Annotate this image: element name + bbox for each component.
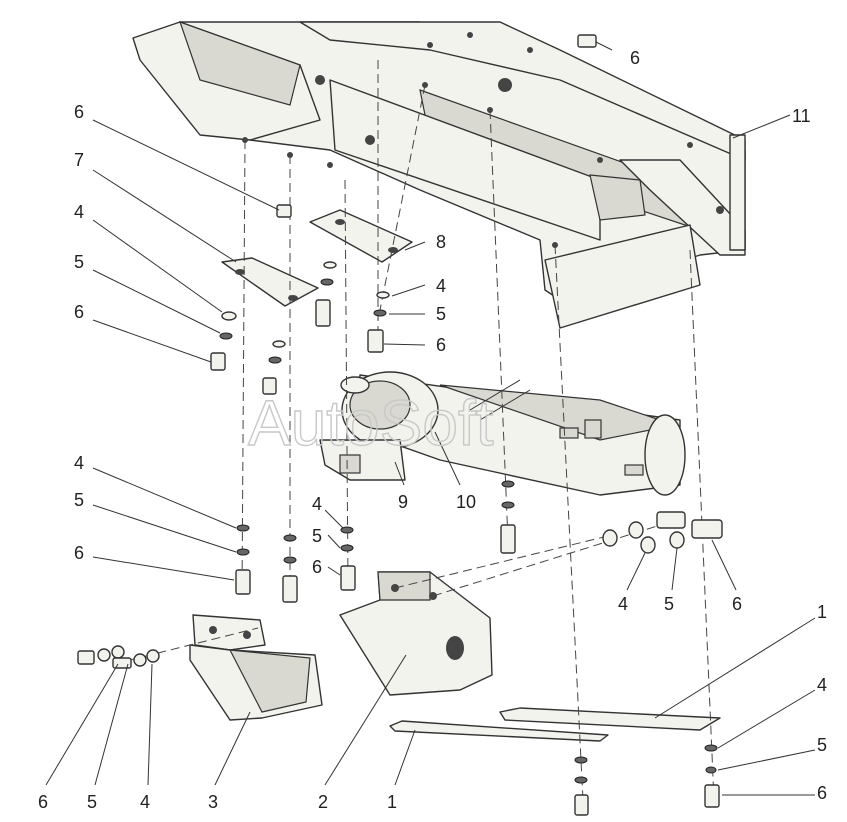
callout-9: 9 <box>398 492 408 512</box>
callout-5: 5 <box>817 735 827 755</box>
callout-4: 4 <box>312 494 322 514</box>
callout-6: 6 <box>38 792 48 812</box>
part-8-plate <box>309 209 413 263</box>
callout-8: 8 <box>436 232 446 252</box>
callout-10: 10 <box>456 492 476 512</box>
callout-6: 6 <box>74 543 84 563</box>
callout-1: 1 <box>387 792 397 812</box>
callout-4: 4 <box>817 675 827 695</box>
callout-5: 5 <box>312 526 322 546</box>
callout-6: 6 <box>436 335 446 355</box>
callout-4: 4 <box>140 792 150 812</box>
callout-6: 6 <box>630 48 640 68</box>
part-9-coupling <box>319 371 439 481</box>
callout-2: 2 <box>318 792 328 812</box>
callout-7: 7 <box>74 150 84 170</box>
callout-6: 6 <box>74 102 84 122</box>
callout-5: 5 <box>436 304 446 324</box>
callout-4: 4 <box>436 276 446 296</box>
callout-5: 5 <box>87 792 97 812</box>
callout-6: 6 <box>817 783 827 803</box>
callout-6: 6 <box>74 302 84 322</box>
fasteners <box>77 34 723 816</box>
watermark-text: AutoSoft <box>248 387 494 459</box>
callout-labels: 6 7 4 5 6 6 11 8 4 5 6 4 5 6 4 5 6 9 10 … <box>38 48 827 812</box>
callout-6: 6 <box>732 594 742 614</box>
alignment-lines <box>129 60 715 801</box>
part-1-strip-lower <box>389 720 609 742</box>
callout-3: 3 <box>208 792 218 812</box>
callout-4: 4 <box>74 453 84 473</box>
part-1-strip-upper <box>499 707 721 731</box>
callout-5: 5 <box>664 594 674 614</box>
callout-6: 6 <box>312 557 322 577</box>
part-3-mount <box>189 614 323 721</box>
part-11-frame <box>132 21 746 329</box>
part-7-plate <box>221 257 319 307</box>
callout-11: 11 <box>792 106 811 126</box>
callout-4: 4 <box>74 202 84 222</box>
leader-lines <box>45 41 816 796</box>
callout-4: 4 <box>618 594 628 614</box>
callout-5: 5 <box>74 490 84 510</box>
callout-5: 5 <box>74 252 84 272</box>
part-2-bracket <box>339 571 493 696</box>
callout-1: 1 <box>817 602 827 622</box>
